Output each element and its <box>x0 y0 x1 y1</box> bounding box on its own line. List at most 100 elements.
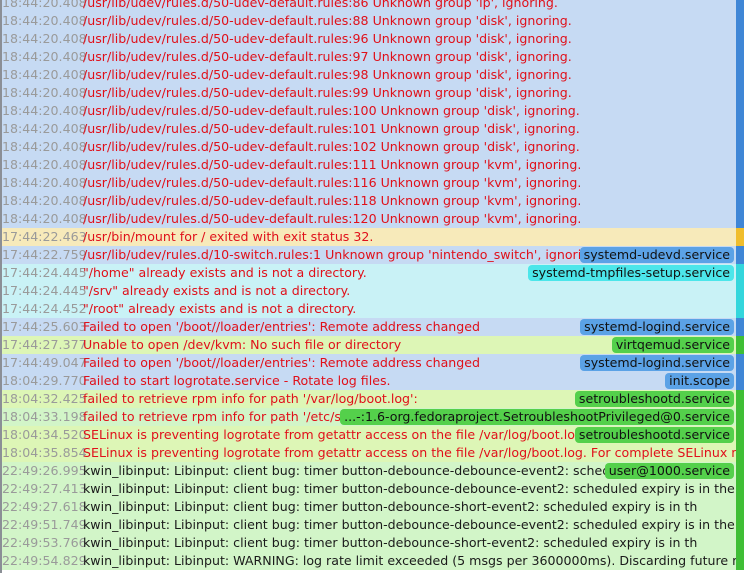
log-entry-priority-marker <box>736 120 744 138</box>
log-entry-unit-badge[interactable]: systemd-logind.service <box>580 319 734 335</box>
log-entry-row[interactable]: 18:44:20.408/usr/lib/udev/rules.d/50-ude… <box>2 174 744 192</box>
log-entry-message: Unable to open /dev/kvm: No such file or… <box>83 337 402 352</box>
log-entry-timestamp: 18:44:20.408 <box>2 103 87 118</box>
log-entry-timestamp: 18:44:20.408 <box>2 211 87 226</box>
log-entry-timestamp: 22:49:54.829 <box>2 553 87 568</box>
log-entry-message: /usr/lib/udev/rules.d/50-udev-default.ru… <box>83 139 580 154</box>
log-entry-priority-marker <box>736 516 744 534</box>
log-entry-row[interactable]: 18:44:20.408/usr/lib/udev/rules.d/50-ude… <box>2 84 744 102</box>
log-entry-row[interactable]: 18:44:20.408/usr/lib/udev/rules.d/50-ude… <box>2 138 744 156</box>
log-entry-message: kwin_libinput: Libinput: WARNING: log ra… <box>83 553 744 568</box>
log-entry-message: kwin_libinput: Libinput: client bug: tim… <box>83 535 698 550</box>
log-entry-row[interactable]: 18:44:20.408/usr/lib/udev/rules.d/50-ude… <box>2 192 744 210</box>
log-entry-timestamp: 18:44:20.408 <box>2 49 87 64</box>
log-entry-row[interactable]: 18:44:20.408/usr/lib/udev/rules.d/50-ude… <box>2 0 744 12</box>
log-entry-unit-badge[interactable]: virtqemud.service <box>611 337 734 353</box>
log-entry-priority-marker <box>736 318 744 336</box>
log-entry-priority-marker <box>736 282 744 300</box>
log-entry-priority-marker <box>736 228 744 246</box>
log-entry-timestamp: 18:44:20.408 <box>2 67 87 82</box>
log-entry-row[interactable]: 17:44:22.463/usr/bin/mount for / exited … <box>2 228 744 246</box>
log-entry-priority-marker <box>736 12 744 30</box>
log-entry-message: "/srv" already exists and is not a direc… <box>83 283 351 298</box>
log-entry-row[interactable]: 18:44:20.408/usr/lib/udev/rules.d/50-ude… <box>2 210 744 228</box>
log-entry-timestamp: 18:44:20.408 <box>2 0 87 10</box>
log-entry-message: /usr/lib/udev/rules.d/50-udev-default.ru… <box>83 103 580 118</box>
log-entry-unit-badge[interactable]: systemd-udevd.service <box>579 247 734 263</box>
log-entry-priority-marker <box>736 390 744 408</box>
log-entry-priority-marker <box>736 480 744 498</box>
log-entry-timestamp: 17:44:24.445 <box>2 265 87 280</box>
log-entry-priority-marker <box>736 210 744 228</box>
log-entry-priority-marker <box>736 84 744 102</box>
log-entry-timestamp: 18:04:34.520 <box>2 427 87 442</box>
log-entry-row[interactable]: 18:44:20.408/usr/lib/udev/rules.d/50-ude… <box>2 102 744 120</box>
log-entry-priority-marker <box>736 552 744 570</box>
log-entry-timestamp: 18:04:29.770 <box>2 373 87 388</box>
log-entry-message: kwin_libinput: Libinput: client bug: tim… <box>83 499 698 514</box>
log-entry-unit-badge[interactable]: systemd-tmpfiles-setup.service <box>528 265 734 281</box>
log-entry-unit-badge[interactable]: systemd-logind.service <box>580 355 734 371</box>
vertical-scrollbar[interactable] <box>736 0 744 573</box>
log-entry-unit-badge[interactable]: init.scope <box>665 373 734 389</box>
log-entry-message: /usr/lib/udev/rules.d/50-udev-default.ru… <box>83 0 558 10</box>
log-entry-unit-badge[interactable]: setroubleshootd.service <box>574 427 734 443</box>
log-entry-row[interactable]: 17:44:22.759/usr/lib/udev/rules.d/10-swi… <box>2 246 744 264</box>
log-entry-timestamp: 18:44:20.408 <box>2 157 87 172</box>
log-entry-message: SELinux is preventing logrotate from get… <box>83 427 599 442</box>
log-entry-row[interactable]: 17:44:24.452"/root" already exists and i… <box>2 300 744 318</box>
log-entry-timestamp: 18:04:35.854 <box>2 445 87 460</box>
log-entry-priority-marker <box>736 48 744 66</box>
log-entry-row[interactable]: 18:44:20.408/usr/lib/udev/rules.d/50-ude… <box>2 66 744 84</box>
log-entry-priority-marker <box>736 246 744 264</box>
log-entry-row[interactable]: 17:44:24.445"/srv" already exists and is… <box>2 282 744 300</box>
log-entry-message: failed to retrieve rpm info for path '/v… <box>83 391 418 406</box>
log-entry-timestamp: 17:44:27.377 <box>2 337 87 352</box>
log-entry-row[interactable]: 18:44:20.408/usr/lib/udev/rules.d/50-ude… <box>2 120 744 138</box>
log-entry-message: /usr/lib/udev/rules.d/10-switch.rules:1 … <box>83 247 602 262</box>
log-entry-priority-marker <box>736 138 744 156</box>
log-entry-message: kwin_libinput: Libinput: client bug: tim… <box>83 517 744 532</box>
log-entry-row[interactable]: 18:44:20.408/usr/lib/udev/rules.d/50-ude… <box>2 12 744 30</box>
log-entry-timestamp: 22:49:51.749 <box>2 517 87 532</box>
log-entry-message: kwin_libinput: Libinput: client bug: tim… <box>83 463 638 478</box>
log-entry-message: SELinux is preventing logrotate from get… <box>83 445 744 460</box>
log-entry-row[interactable]: 18:44:20.408/usr/lib/udev/rules.d/50-ude… <box>2 30 744 48</box>
log-entry-unit-badge[interactable]: setroubleshootd.service <box>574 391 734 407</box>
log-entry-unit-badge[interactable]: ...-:1.6-org.fedoraproject.Setroubleshoo… <box>340 409 734 425</box>
log-entry-message: /usr/lib/udev/rules.d/50-udev-default.ru… <box>83 31 572 46</box>
log-entry-row[interactable]: 18:44:20.408/usr/lib/udev/rules.d/50-ude… <box>2 48 744 66</box>
log-entry-priority-marker <box>736 174 744 192</box>
log-entry-message: /usr/lib/udev/rules.d/50-udev-default.ru… <box>83 67 572 82</box>
log-entry-timestamp: 22:49:27.413 <box>2 481 87 496</box>
log-entry-message: /usr/lib/udev/rules.d/50-udev-default.ru… <box>83 121 580 136</box>
log-entry-message: "/root" already exists and is not a dire… <box>83 301 357 316</box>
log-entry-timestamp: 17:44:22.759 <box>2 247 87 262</box>
left-border <box>0 0 2 573</box>
log-entry-row[interactable]: 18:44:20.408/usr/lib/udev/rules.d/50-ude… <box>2 156 744 174</box>
log-entry-unit-badge[interactable]: user@1000.service <box>604 463 734 479</box>
log-entry-priority-marker <box>736 534 744 552</box>
log-entry-timestamp: 18:04:32.425 <box>2 391 87 406</box>
scrollbar-track[interactable] <box>736 0 744 573</box>
log-entry-row[interactable]: 17:44:24.445"/home" already exists and i… <box>2 264 744 282</box>
log-entry-timestamp: 18:04:33.198 <box>2 409 87 424</box>
log-entry-priority-marker <box>736 408 744 426</box>
log-entry-timestamp: 18:44:20.408 <box>2 85 87 100</box>
